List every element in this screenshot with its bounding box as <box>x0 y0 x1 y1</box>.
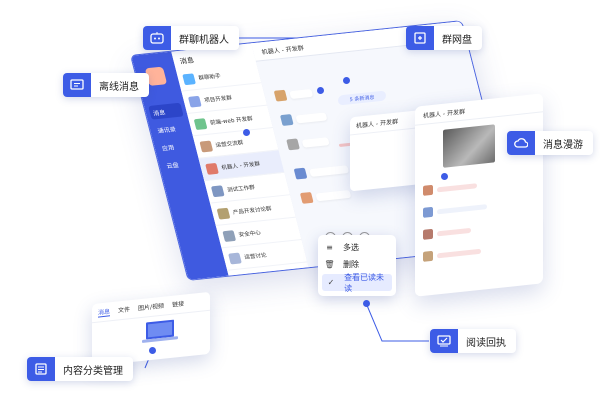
callout-content-category: 内容分类管理 <box>27 357 133 381</box>
list-item-label: 机器人 - 开发群 <box>220 161 261 172</box>
chat-message <box>279 111 328 126</box>
avatar <box>193 117 208 130</box>
list-item-label: 运营讨论 <box>243 252 268 261</box>
nav-label: 云盘 <box>165 161 180 170</box>
nav-item-contacts[interactable]: 通讯录 <box>153 120 188 137</box>
mobile-message <box>423 246 481 262</box>
tab-messages[interactable]: 消息 <box>98 306 111 318</box>
avatar <box>210 184 225 197</box>
shared-photo <box>443 124 495 168</box>
callout-dot <box>343 77 350 84</box>
callout-dot <box>149 347 156 354</box>
chat-message <box>273 87 314 102</box>
avatar <box>227 252 242 264</box>
menu-item-label: 多选 <box>343 243 359 252</box>
callout-group-bot: 群聊机器人 <box>143 26 239 50</box>
tab-media[interactable]: 图片/视频 <box>138 302 165 313</box>
callout-group-disk: 群网盘 <box>406 26 482 50</box>
mobile-message <box>423 201 487 218</box>
category-icon <box>27 357 55 381</box>
chat-message <box>299 188 352 204</box>
callout-dot <box>243 129 250 136</box>
list-item-label: 群聊助手 <box>197 73 222 82</box>
check-icon: ✓ <box>327 278 335 287</box>
menu-item-label: 查看已读未读 <box>344 272 385 293</box>
category-tabs: 消息 文件 图片/视频 链接 <box>92 291 210 324</box>
callout-label: 群聊机器人 <box>179 34 229 46</box>
avatar <box>182 72 196 85</box>
callout-label: 群网盘 <box>442 34 472 46</box>
avatar <box>222 229 236 242</box>
nav-item-messages[interactable]: 消息 <box>148 102 184 120</box>
cloud-icon <box>507 131 535 155</box>
list-item-label: 产品开发讨论群 <box>232 206 273 217</box>
callout-dot <box>441 173 448 180</box>
callout-label: 阅读回执 <box>466 337 506 349</box>
callout-read-receipt: 阅读回执 <box>430 329 516 353</box>
avatar <box>205 162 219 175</box>
nav-item-disk[interactable]: 云盘 <box>162 155 197 172</box>
avatar <box>216 207 231 220</box>
list-item-label: 项目开发群 <box>203 95 233 105</box>
menu-item-multiselect[interactable]: ≡ 多选 <box>318 239 396 256</box>
callout-label: 离线消息 <box>99 81 139 93</box>
laptop-illustration <box>142 319 178 343</box>
callout-dot <box>363 300 370 307</box>
callout-label: 消息漫游 <box>543 139 583 151</box>
menu-item-read-status[interactable]: ✓ 查看已读未读 <box>322 272 392 293</box>
mobile-message <box>423 180 477 196</box>
callout-msg-roaming: 消息漫游 <box>507 131 593 155</box>
list-item-label: 前端-web 开发群 <box>209 116 254 127</box>
message-context-menu: ≡ 多选 🗑 删除 ✓ 查看已读未读 <box>318 235 396 296</box>
callout-label: 内容分类管理 <box>63 365 123 377</box>
list-icon: ≡ <box>326 243 333 252</box>
chat-message <box>286 135 330 151</box>
message-icon <box>63 73 91 97</box>
chat-message <box>293 163 350 180</box>
tab-files[interactable]: 文件 <box>118 306 131 315</box>
trash-icon: 🗑 <box>324 260 335 269</box>
mobile-message <box>423 225 471 240</box>
nav-item-apps[interactable]: 应用 <box>157 138 192 155</box>
menu-item-label: 删除 <box>343 260 359 269</box>
list-item-label: 运营交流群 <box>215 140 245 149</box>
callout-dot <box>317 87 324 94</box>
avatar <box>199 140 214 152</box>
nav-label: 应用 <box>161 143 176 153</box>
nav-label: 消息 <box>152 108 167 117</box>
robot-icon <box>143 26 171 50</box>
callout-offline-msg: 离线消息 <box>63 73 149 97</box>
list-item-label: 测试工作群 <box>226 184 256 194</box>
content-category-panel: 消息 文件 图片/视频 链接 <box>92 291 210 367</box>
mobile-app-card: 机器人 - 开发群 <box>415 93 543 297</box>
nav-label: 通讯录 <box>156 125 177 135</box>
list-item-label: 安全中心 <box>238 230 262 239</box>
receipt-icon <box>430 329 458 353</box>
avatar <box>187 95 202 108</box>
menu-item-delete[interactable]: 🗑 删除 <box>318 256 396 273</box>
tab-links[interactable]: 链接 <box>172 300 185 309</box>
cloud-disk-icon <box>406 26 434 50</box>
